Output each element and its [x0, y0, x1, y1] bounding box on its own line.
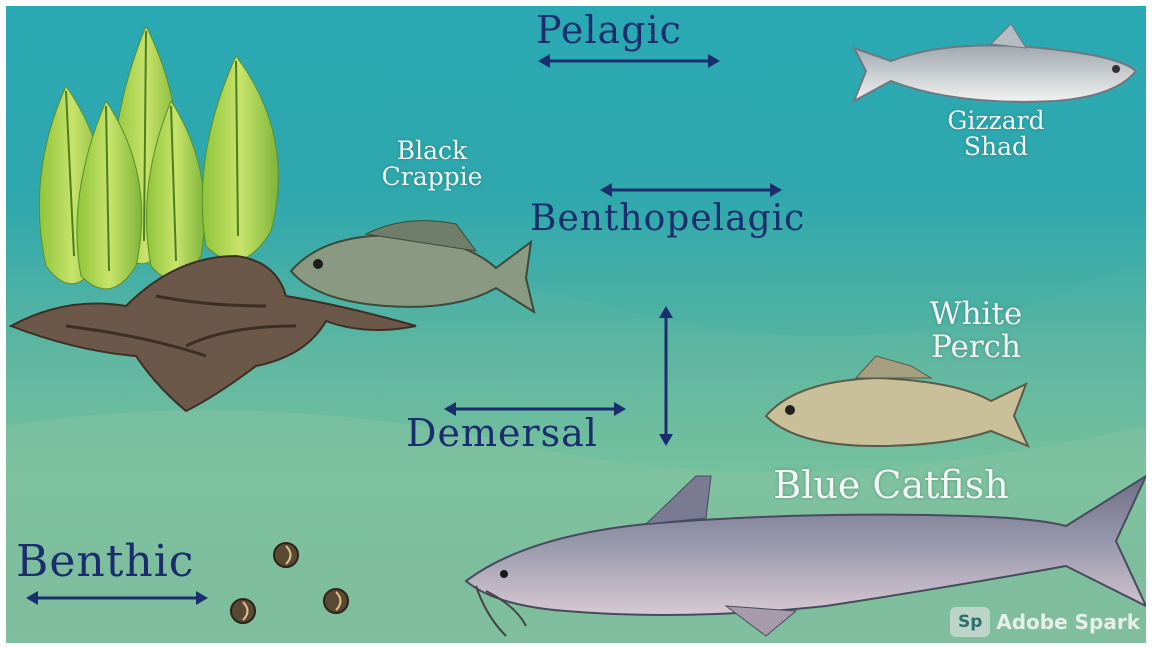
fish-icon	[854, 24, 1136, 102]
spark-logo-icon: Sp	[950, 607, 990, 637]
fish-label-blue-catfish: Blue Catfish	[736, 466, 1046, 506]
zone-label-demersal: Demersal	[406, 411, 598, 455]
fish-label-gizzard-shad: Gizzard Shad	[931, 108, 1061, 161]
double-arrow-icon	[26, 590, 208, 606]
double-arrow-icon	[600, 182, 782, 198]
double-arrow-icon	[658, 306, 674, 446]
zone-label-benthic: Benthic	[16, 536, 194, 587]
fish-label-white-perch: White Perch	[896, 298, 1056, 363]
underwater-scene: Pelagic Benthopelagic Demersal Benthic B…	[6, 6, 1146, 643]
zone-label-pelagic: Pelagic	[536, 8, 682, 52]
watermark-text: Adobe Spark	[996, 610, 1140, 634]
zone-label-benthopelagic: Benthopelagic	[530, 198, 805, 239]
fish-label-black-crappie: Black Crappie	[362, 138, 502, 191]
leaf-icon	[39, 26, 278, 289]
adobe-spark-watermark: Sp Adobe Spark	[950, 607, 1140, 637]
double-arrow-icon	[538, 53, 720, 69]
